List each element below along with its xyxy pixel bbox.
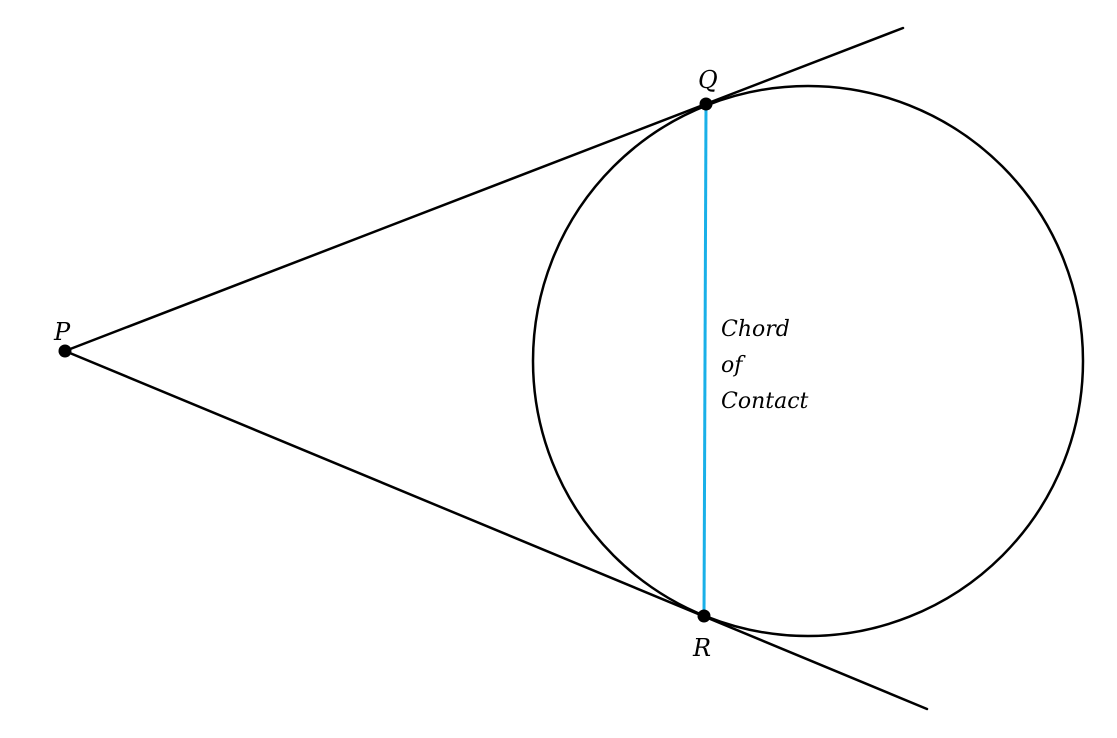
label-r: R — [692, 634, 711, 662]
chord-annotation-line-1: Chord — [721, 317, 790, 342]
chord-annotation-line-2: of — [721, 353, 746, 378]
label-p: P — [53, 318, 71, 346]
chord-annotation-line-3: Contact — [721, 389, 809, 414]
label-q: Q — [698, 66, 718, 94]
tangent-line-pq — [63, 26, 905, 353]
tangent-line-pr — [63, 349, 929, 711]
point-r — [697, 609, 711, 623]
chord-of-contact-line — [702, 103, 708, 617]
point-p — [58, 344, 72, 358]
circle — [531, 84, 1085, 638]
point-q — [699, 97, 713, 111]
